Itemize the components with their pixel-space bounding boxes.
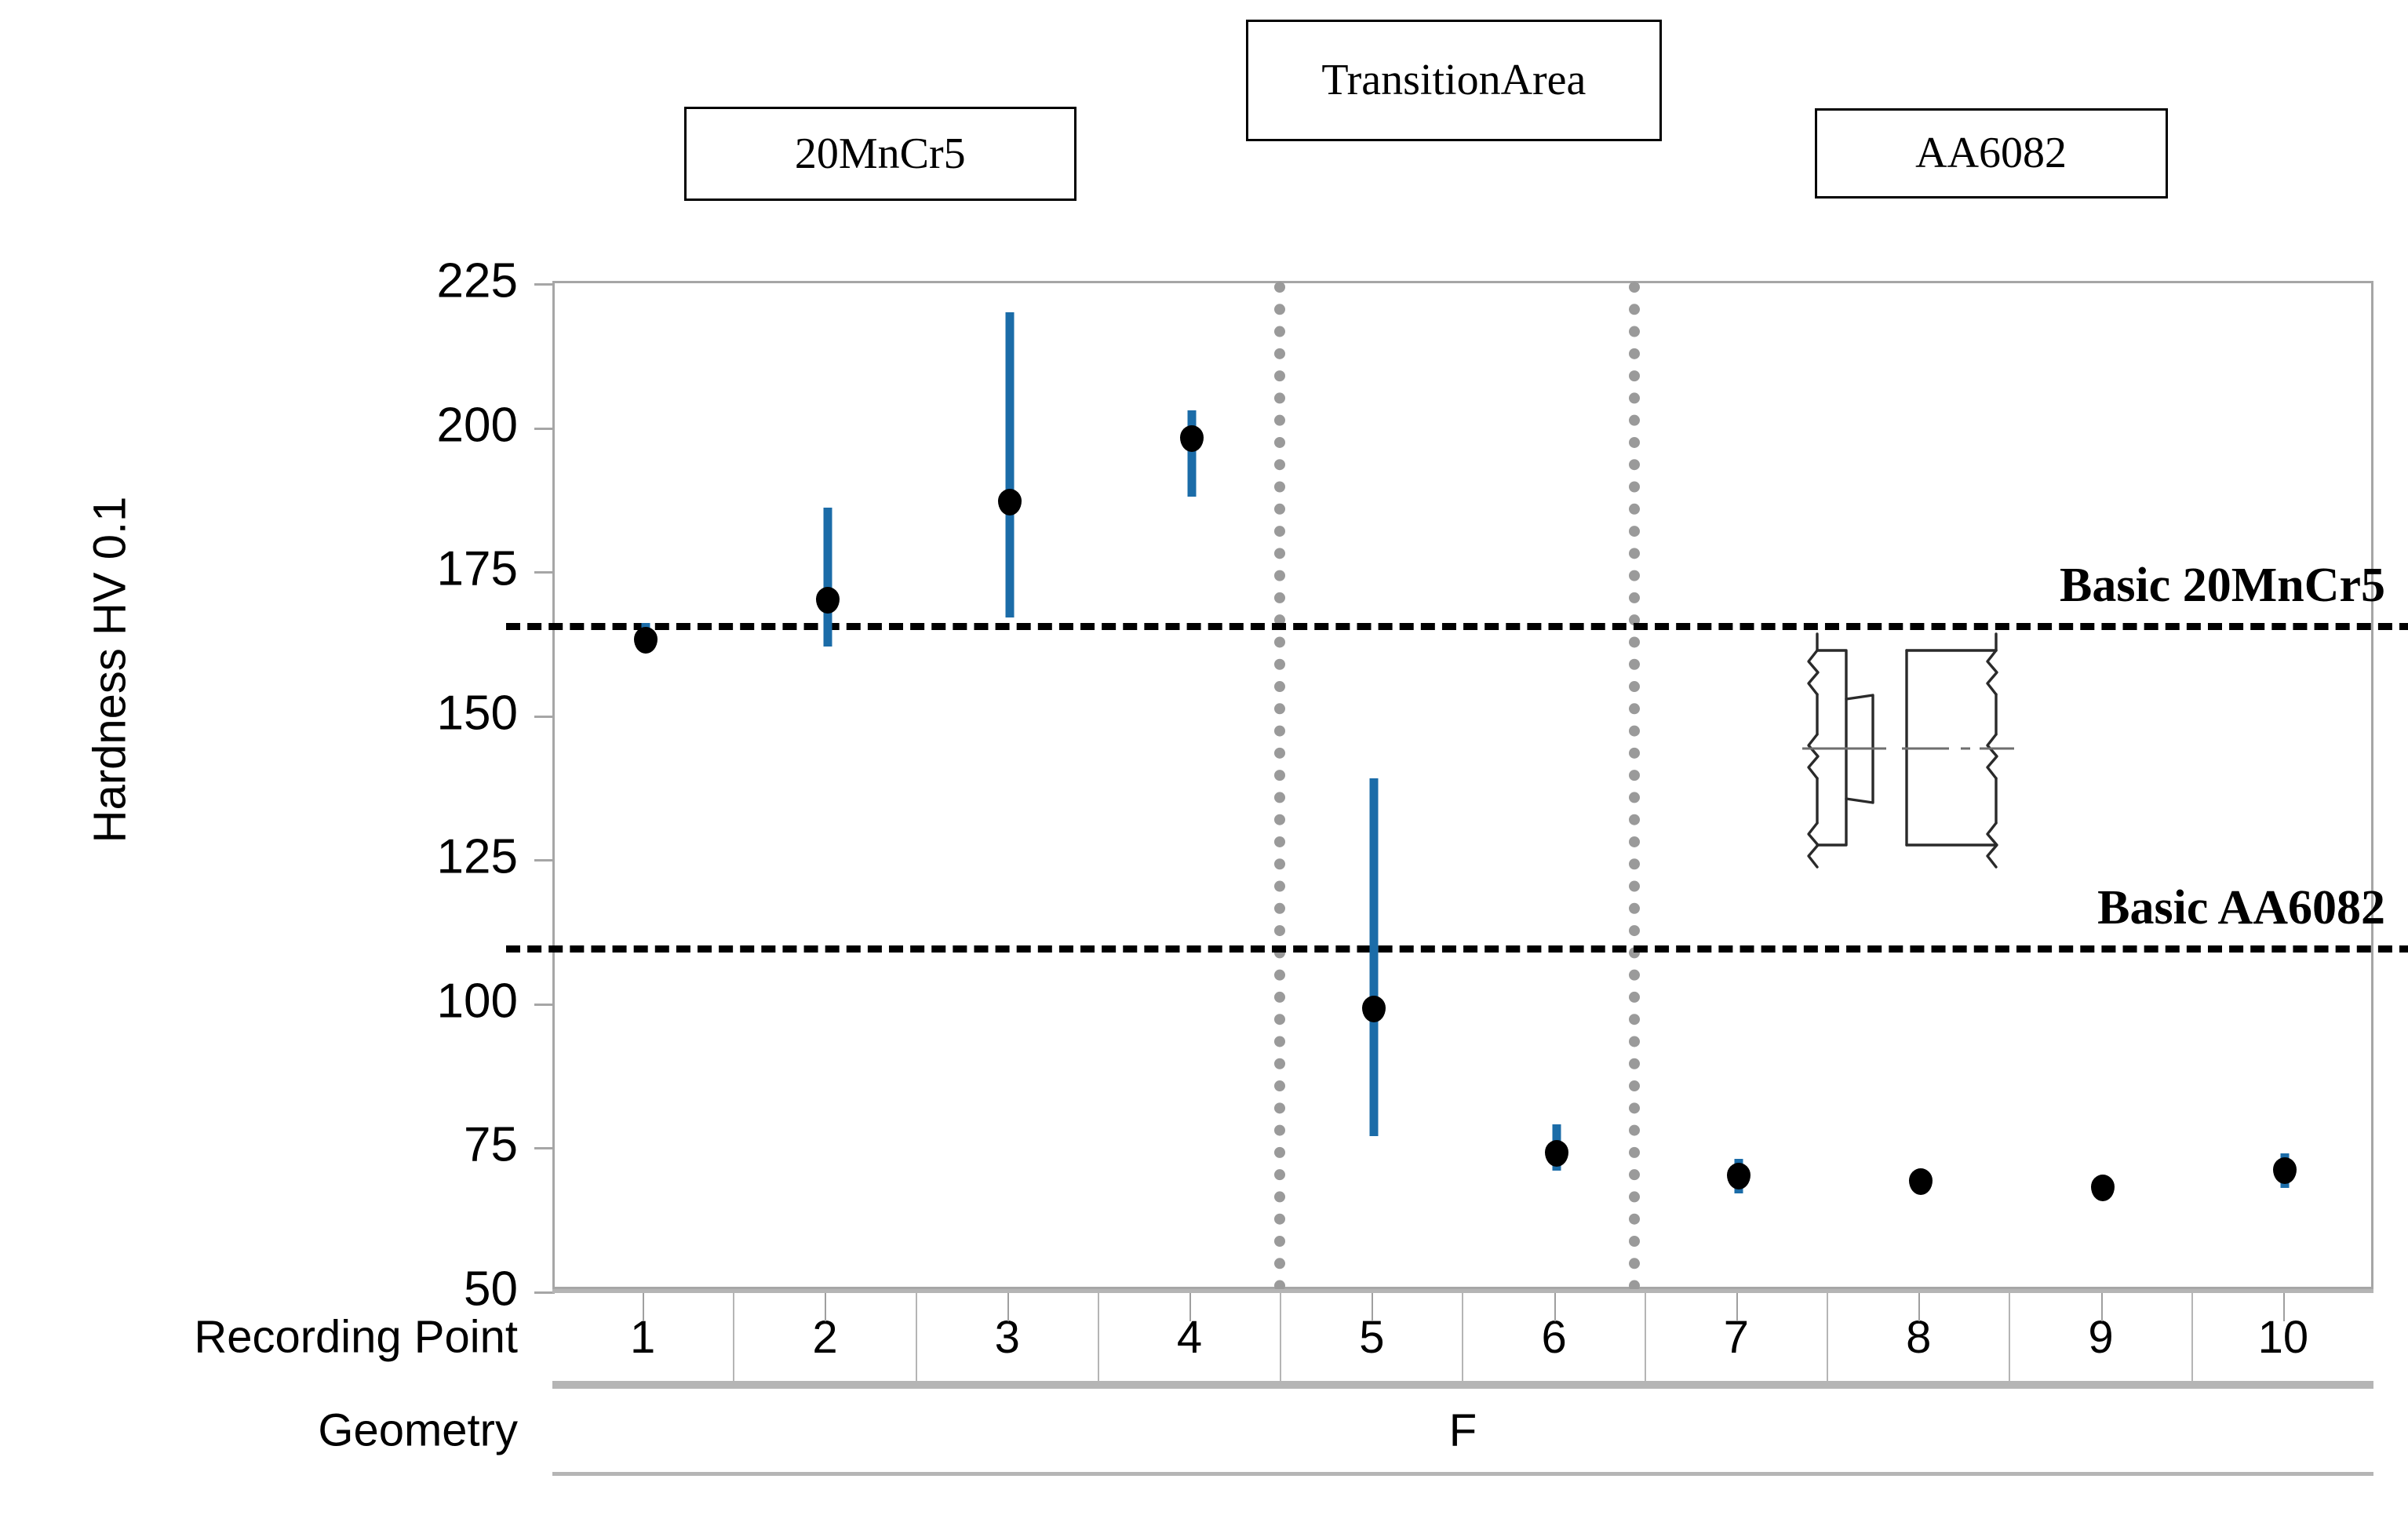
data-point-7 [1726, 1163, 1750, 1190]
recording-point-cell-5: 5 [1281, 1293, 1464, 1381]
y-tick-225: 225 [436, 253, 518, 308]
error-bar-2 [823, 508, 832, 647]
error-bar-3 [1005, 311, 1015, 617]
y-tick-mark-200 [534, 427, 555, 430]
zone-divider-1 [1273, 282, 1285, 1291]
column-tick-4 [1189, 1293, 1192, 1321]
y-tick-50: 50 [464, 1262, 518, 1317]
data-point-2 [816, 586, 840, 614]
y-tick-mark-225 [534, 283, 555, 286]
y-tick-mark-50 [534, 1291, 555, 1294]
column-tick-2 [825, 1293, 827, 1321]
category-box-aa6082: AA6082 [1814, 108, 2168, 199]
joint-cross-section-drawing [1779, 621, 2038, 880]
recording-point-cell-3: 3 [917, 1293, 1099, 1381]
category-box-transition-area: Transition Area [1245, 20, 1662, 141]
column-tick-3 [1007, 1293, 1009, 1321]
recording-point-cell-6: 6 [1463, 1293, 1646, 1381]
y-tick-125: 125 [436, 829, 518, 884]
column-tick-8 [1918, 1293, 1921, 1321]
data-point-5 [1362, 996, 1386, 1023]
y-tick-mark-125 [534, 859, 555, 862]
recording-point-cell-7: 7 [1646, 1293, 1829, 1381]
column-tick-10 [2282, 1293, 2285, 1321]
column-tick-9 [2100, 1293, 2103, 1321]
y-tick-75: 75 [464, 1117, 518, 1172]
geometry-value: F [1448, 1404, 1477, 1456]
recording-point-label: Recording Point [194, 1311, 518, 1363]
y-axis-tick-labels: 225 200 175 150 125 100 75 50 [259, 0, 518, 1519]
reference-label-2: Basic AA6082 [2097, 881, 2385, 935]
y-tick-mark-100 [534, 1003, 555, 1006]
recording-point-cell-1: 1 [552, 1293, 735, 1381]
column-tick-6 [1554, 1293, 1556, 1321]
zone-divider-2 [1629, 282, 1641, 1291]
y-tick-mark-175 [534, 571, 555, 574]
column-tick-1 [643, 1293, 645, 1321]
y-tick-mark-150 [534, 715, 555, 718]
y-axis-label: Hardness HV 0.1 [84, 496, 136, 843]
error-bar-5 [1369, 778, 1379, 1136]
y-tick-175: 175 [436, 541, 518, 596]
data-point-6 [1544, 1139, 1568, 1167]
y-tick-200: 200 [436, 398, 518, 453]
reference-label-1: Basic 20MnCr5 [2059, 559, 2385, 613]
transition-line2: Area [1500, 56, 1587, 105]
geometry-row: F [552, 1385, 2373, 1476]
geometry-label: Geometry [318, 1404, 518, 1456]
recording-point-cell-10: 10 [2193, 1293, 2373, 1381]
data-point-8 [1908, 1168, 1933, 1196]
column-tick-5 [1372, 1293, 1374, 1321]
y-tick-100: 100 [436, 974, 518, 1029]
recording-point-cell-4: 4 [1099, 1293, 1282, 1381]
y-tick-mark-75 [534, 1147, 555, 1150]
data-point-4 [1180, 425, 1204, 453]
recording-point-cell-8: 8 [1828, 1293, 2011, 1381]
column-tick-7 [1736, 1293, 1738, 1321]
data-point-10 [2272, 1157, 2297, 1184]
data-point-3 [998, 489, 1022, 516]
data-point-9 [2090, 1174, 2115, 1201]
recording-point-cell-2: 2 [734, 1293, 917, 1381]
reference-line-2 [506, 945, 2408, 953]
y-tick-150: 150 [436, 686, 518, 741]
transition-line1: Transition [1321, 56, 1501, 105]
data-point-1 [634, 627, 658, 654]
error-bar-4 [1187, 410, 1197, 497]
reference-line-1 [506, 623, 2408, 631]
recording-point-cell-9: 9 [2010, 1293, 2193, 1381]
category-box-20mncr5: 20MnCr5 [683, 107, 1076, 201]
